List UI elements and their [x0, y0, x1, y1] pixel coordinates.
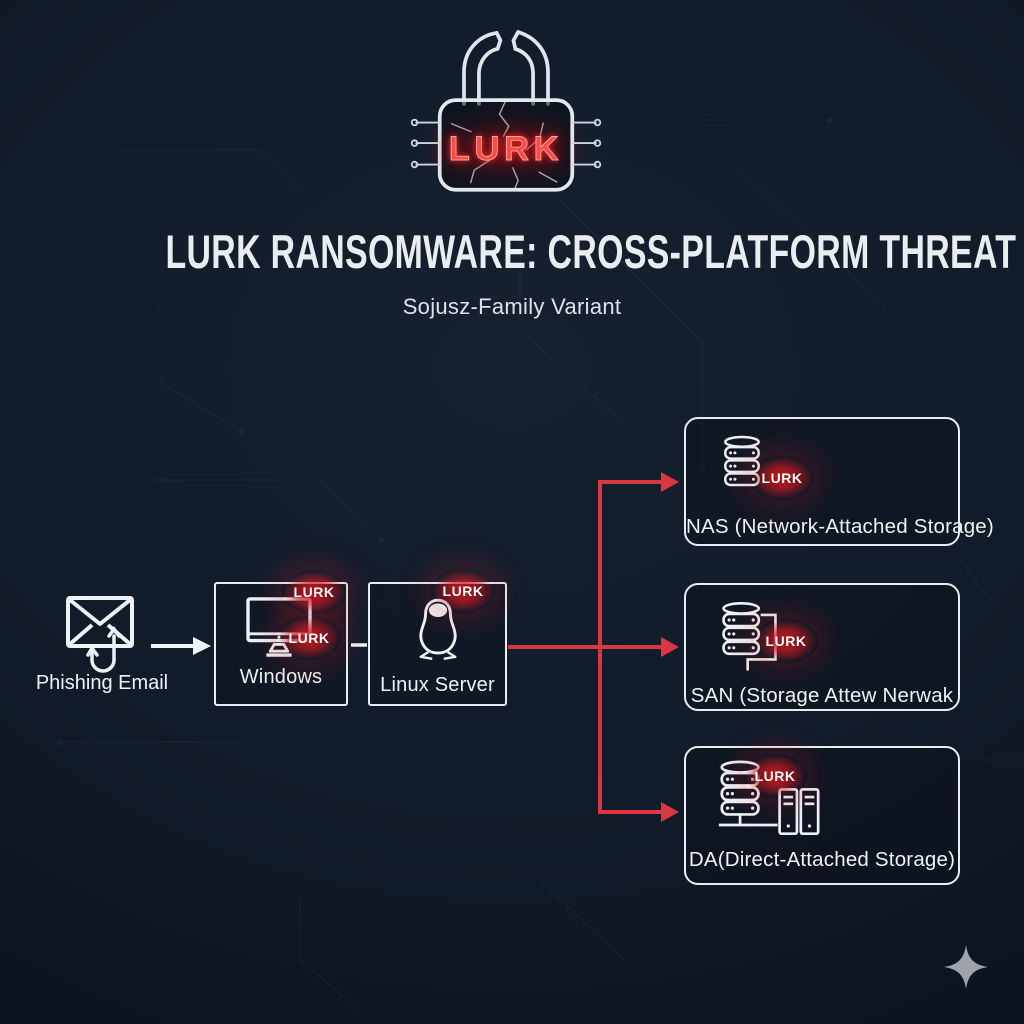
phishing-email-label: Phishing Email [35, 672, 169, 694]
storage-stack-bracket-icon [722, 602, 777, 671]
page-title: LURK RANSOMWARE: CROSS-PLATFORM THREAT [0, 224, 1024, 279]
lurk-lock-logo: LURK [408, 16, 604, 202]
lurk-badge: LURK [750, 456, 814, 500]
nas-label: NAS (Network-Attached Storage) [686, 515, 994, 538]
linux-server-label: Linux Server [380, 674, 495, 696]
title-text: LURK RANSOMWARE: CROSS-PLATFORM THREAT [165, 225, 1017, 278]
lurk-badge: LURK [743, 754, 807, 798]
crack-lines [450, 99, 558, 190]
nas-box: NAS (Network-Attached Storage) [684, 417, 994, 546]
page-subtitle: Sojusz-Family Variant [0, 294, 1024, 320]
lock-shackle [462, 30, 550, 106]
san-label: SAN (Storage Attew Nerwak [690, 684, 954, 707]
sparkle-icon [944, 945, 988, 989]
lurk-badge: LURK [277, 616, 341, 660]
phishing-email-hook-icon [66, 596, 134, 673]
lurk-badge: LURK [282, 570, 346, 614]
windows-label: Windows [239, 666, 323, 688]
das-label: DA(Direct-Attached Storage) [688, 848, 956, 871]
logo-neon-text: LURK [449, 130, 564, 168]
white-arrow [151, 637, 367, 655]
subtitle-text: Sojusz-Family Variant [402, 294, 622, 319]
lurk-badge: LURK [431, 569, 495, 613]
lurk-badge: LURK [754, 619, 818, 663]
red-arrows [508, 472, 679, 822]
circuit-stubs [410, 118, 602, 169]
